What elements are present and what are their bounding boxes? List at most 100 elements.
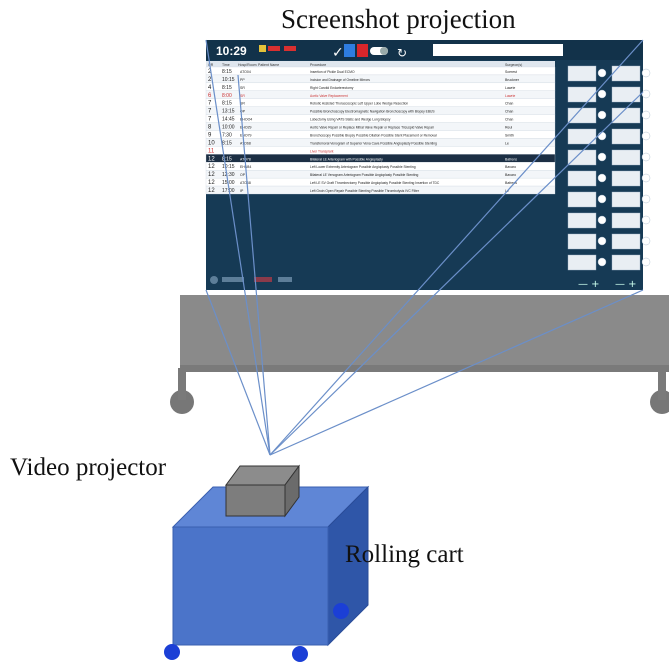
table-header-cell: Time xyxy=(222,63,230,67)
side-panel-card xyxy=(567,212,597,229)
table-cell: SR xyxy=(240,86,245,90)
table-cell: 10 xyxy=(208,140,215,146)
table-cell: 10:15 xyxy=(222,164,235,170)
side-panel-card xyxy=(567,128,597,145)
table-cell: Reul xyxy=(505,126,512,130)
status-square-blue xyxy=(344,44,355,57)
side-panel-card xyxy=(611,128,641,145)
projection-beams xyxy=(205,39,644,456)
side-panel-card xyxy=(611,65,641,82)
table-cell: Le xyxy=(505,141,509,145)
side-panel-dot xyxy=(641,152,651,162)
table-cell: 8:00 xyxy=(222,93,232,99)
table-cell: 14:45 xyxy=(222,117,235,123)
side-panel-card xyxy=(567,170,597,187)
screen-clock: 10:29 xyxy=(216,44,247,58)
table-row xyxy=(205,82,556,91)
table-cell: 2 xyxy=(208,69,212,75)
status-square-red xyxy=(357,44,368,57)
board-panel xyxy=(180,295,669,368)
table-cell: Robotic Assisted Thoracoscopic Left Uppe… xyxy=(310,102,408,106)
table-cell: ATO04 xyxy=(240,70,251,74)
refresh-icon: ↻ xyxy=(397,46,407,60)
cart-label: Rolling cart xyxy=(345,541,464,568)
table-cell: ATO68 xyxy=(240,181,251,185)
table-cell: Bavaro xyxy=(505,173,516,177)
side-panel-card xyxy=(611,212,641,229)
side-panel-dot xyxy=(641,131,651,141)
table-cell: Left LE SV Graft Thrombectomy Possible A… xyxy=(310,181,440,185)
table-cell: OP xyxy=(240,173,246,177)
side-panel-dot xyxy=(641,236,651,246)
table-cell: 11 xyxy=(208,148,215,154)
table-row xyxy=(205,185,556,195)
side-panel-card xyxy=(611,107,641,124)
whiteboard-stand xyxy=(170,295,669,414)
table-cell: Chan xyxy=(505,102,513,106)
stand-leg-left xyxy=(178,368,186,400)
table-cell: Scerest xyxy=(505,70,517,74)
table-header-cell: Procedure xyxy=(310,63,326,67)
footer-logo-1 xyxy=(210,276,218,284)
table-cell: 9 xyxy=(208,132,212,138)
diagram-title: Screenshot projection xyxy=(281,4,516,34)
stand-wheel-left xyxy=(170,390,194,414)
table-cell: 8 xyxy=(208,125,212,131)
side-panel-dot xyxy=(597,152,607,162)
side-panel-card xyxy=(567,86,597,103)
table-cell: 2 xyxy=(208,77,212,83)
side-panel-dot xyxy=(597,194,607,204)
side-panel-dot xyxy=(641,257,651,267)
table-cell: 10:00 xyxy=(222,125,235,131)
table-header-cell: Hosp/Room xyxy=(238,63,257,67)
projector-front xyxy=(225,484,286,517)
table-cell: Left Groin Open Repair Possible Stenting… xyxy=(310,189,420,193)
table-cell: 12 xyxy=(208,180,215,186)
beam-mid-right xyxy=(269,91,644,456)
toggle-knob xyxy=(380,47,388,55)
table-cell: Smith xyxy=(505,133,514,137)
table-cell: Transfemoral Venogram of Superior Vena C… xyxy=(310,141,437,145)
table-header-cell: Surgeon(s) xyxy=(505,63,522,67)
side-panel-dot xyxy=(641,68,651,78)
side-panel-dot xyxy=(641,173,651,183)
table-cell: IP xyxy=(240,189,244,193)
table-cell: Right Carotid Endarterectomy xyxy=(310,86,354,90)
beam-top-left xyxy=(205,39,271,456)
table-cell: 4 xyxy=(208,85,212,91)
table-cell: 12 xyxy=(208,172,215,178)
table-row xyxy=(205,66,556,76)
table-cell: EHO79 xyxy=(240,133,252,137)
table-cell: 12:30 xyxy=(222,172,235,178)
beam-top-right xyxy=(269,39,644,456)
beam-mid-left xyxy=(237,74,271,456)
table-cell: 7 xyxy=(208,101,212,107)
table-cell: Chan xyxy=(505,118,513,122)
beam-bottom-left xyxy=(205,289,271,456)
cart-wheel-front-left xyxy=(164,644,180,660)
table-cell: 7 xyxy=(208,117,212,123)
side-panel-dot xyxy=(597,236,607,246)
table-cell: 12 xyxy=(208,188,215,194)
stand-leg-right xyxy=(658,368,666,400)
header-badge-red xyxy=(268,46,280,51)
table-cell: Left Lower Extremity Arteriogram Possibl… xyxy=(310,165,416,169)
check-icon: ✓ xyxy=(332,45,344,61)
table-cell: 8:15 xyxy=(222,101,232,107)
table-cell: Bruckner xyxy=(505,78,520,82)
table-cell: 13:15 xyxy=(222,109,235,115)
side-panel-dot xyxy=(641,215,651,225)
side-panel-dot xyxy=(641,110,651,120)
table-cell: Bilateral LE Arteriogram with Possible A… xyxy=(310,157,383,161)
side-panel-dot xyxy=(597,173,607,183)
table-cell: Bafrens xyxy=(505,157,517,161)
table-cell: 10:15 xyxy=(222,77,235,83)
table-header-cell: OR xyxy=(208,63,214,67)
side-panel-card xyxy=(567,149,597,166)
table-cell: Aortic Valve Repair or Replace Mitral Va… xyxy=(310,126,435,130)
side-panel-dot xyxy=(597,89,607,99)
side-panel-dot xyxy=(597,68,607,78)
table-cell: SR xyxy=(240,94,245,98)
table-row xyxy=(205,146,556,155)
